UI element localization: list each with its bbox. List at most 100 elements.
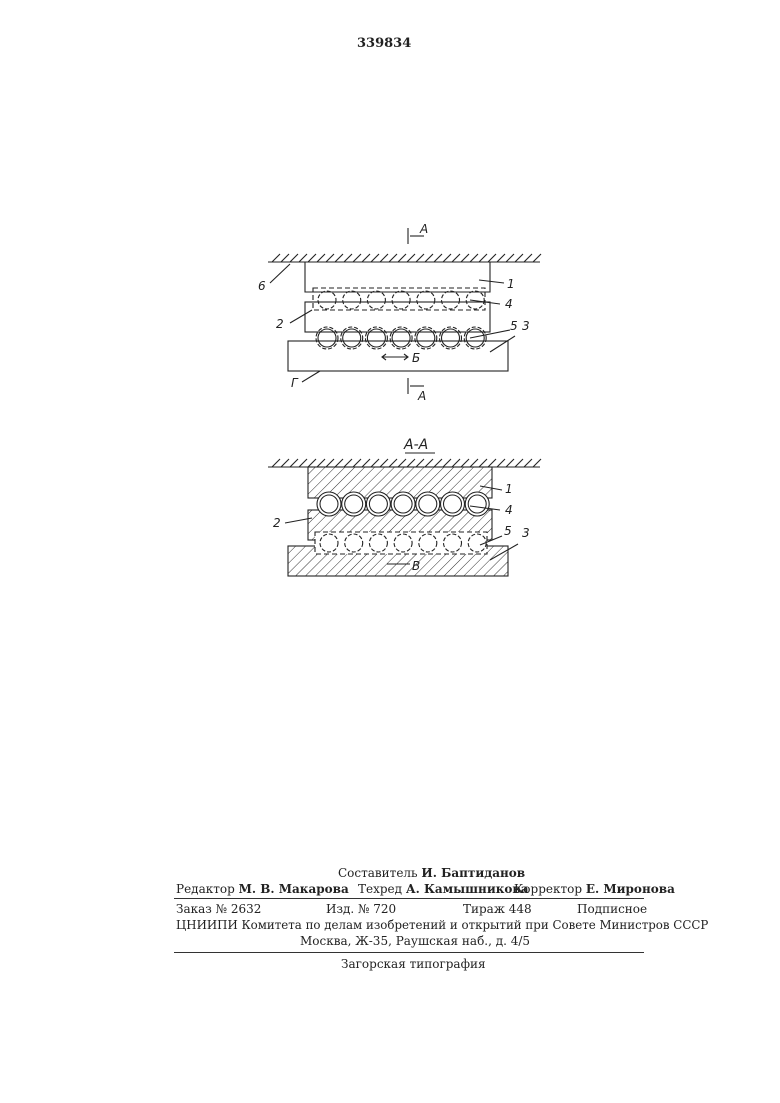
ground-hatch — [398, 254, 406, 262]
ball — [343, 291, 361, 309]
ball-outline — [365, 327, 387, 349]
techred-line: Техред А. Камышникова — [358, 882, 529, 896]
label-2-section: 2 — [273, 516, 281, 530]
ground-hatch — [506, 459, 514, 467]
techred-role: Техред — [358, 882, 402, 896]
editor-line: Редактор М. В. Макарова — [176, 882, 349, 896]
ground-hatch — [533, 254, 541, 262]
ball — [394, 495, 412, 513]
ground-hatch — [425, 459, 433, 467]
label-3-section: 3 — [522, 526, 530, 540]
ball-outline — [464, 327, 486, 349]
ground-hatch — [335, 459, 343, 467]
ground-hatch — [479, 459, 487, 467]
section-mark-bottom: А — [417, 389, 426, 403]
ball — [318, 291, 336, 309]
ground-hatch — [497, 459, 505, 467]
ground-hatch — [344, 254, 352, 262]
organization-line: ЦНИИПИ Комитета по делам изобретений и о… — [176, 918, 708, 932]
ground-hatch — [281, 459, 289, 467]
ball — [468, 495, 486, 513]
ground-hatch — [389, 459, 397, 467]
label-1: 1 — [507, 277, 515, 291]
section-mark-top: А — [419, 222, 428, 236]
ground-hatch — [371, 459, 379, 467]
ground-hatch — [317, 254, 325, 262]
ground-hatch — [470, 459, 478, 467]
ground-hatch — [488, 459, 496, 467]
label-b: Б — [412, 351, 420, 365]
ground-hatch — [353, 459, 361, 467]
corrector-line: Корректор Е. Миронова — [514, 882, 675, 896]
order-number: Заказ № 2632 — [176, 902, 261, 916]
ground-hatch — [371, 254, 379, 262]
ground-hatch — [425, 254, 433, 262]
ground-hatch — [353, 254, 361, 262]
block-3 — [288, 341, 508, 371]
compiler-role: Составитель — [338, 866, 418, 880]
section-title: А-А — [403, 437, 428, 453]
ground-hatch — [299, 254, 307, 262]
ball — [345, 495, 363, 513]
ball — [367, 291, 385, 309]
ground-hatch — [407, 254, 415, 262]
ground-hatch — [326, 254, 334, 262]
ground-hatch — [515, 254, 523, 262]
ground-hatch — [380, 254, 388, 262]
ball — [419, 495, 437, 513]
ground-hatch — [281, 254, 289, 262]
ball — [320, 495, 338, 513]
ball-outline — [390, 327, 412, 349]
ball — [369, 495, 387, 513]
ground-hatch — [434, 459, 442, 467]
ground-hatch — [461, 254, 469, 262]
ground-hatch — [299, 459, 307, 467]
print-run: Тираж 448 — [463, 902, 532, 916]
ball — [444, 495, 462, 513]
ground-hatch — [362, 459, 370, 467]
ground-hatch — [407, 459, 415, 467]
label-6: 6 — [258, 279, 266, 293]
compiler-line: Составитель И. Баптиданов — [338, 866, 525, 880]
ground-hatch — [479, 254, 487, 262]
ball — [417, 291, 435, 309]
ground-hatch — [524, 254, 532, 262]
ground-hatch — [362, 254, 370, 262]
techred-name: А. Камышникова — [406, 882, 529, 896]
edition-number: Изд. № 720 — [326, 902, 396, 916]
label-g: Г — [291, 376, 299, 390]
ball — [466, 291, 484, 309]
ground-hatch — [344, 459, 352, 467]
ground-hatch — [470, 254, 478, 262]
ground-hatch — [317, 459, 325, 467]
ground-hatch — [452, 459, 460, 467]
compiler-name: И. Баптиданов — [421, 866, 525, 880]
ball-outline — [316, 327, 338, 349]
ground-hatch — [308, 459, 316, 467]
printer: Загорская типография — [341, 957, 486, 971]
label-5-section: 5 — [504, 524, 512, 538]
ground-hatch — [515, 459, 523, 467]
ball-outline — [341, 327, 363, 349]
corrector-role: Корректор — [514, 882, 582, 896]
divider — [174, 898, 644, 899]
ground-hatch — [272, 254, 280, 262]
ground-hatch — [290, 459, 298, 467]
label-2: 2 — [276, 317, 284, 331]
editor-role: Редактор — [176, 882, 235, 896]
ground-hatch — [452, 254, 460, 262]
ball-outline — [440, 327, 462, 349]
ground-hatch — [443, 459, 451, 467]
ground-hatch — [434, 254, 442, 262]
label-3: 3 — [522, 319, 530, 333]
divider — [174, 952, 644, 953]
ground-hatch — [524, 459, 532, 467]
ball — [392, 291, 410, 309]
ball-outline — [415, 327, 437, 349]
ball — [442, 291, 460, 309]
address: Москва, Ж-35, Раушская наб., д. 4/5 — [300, 934, 530, 948]
subscription: Подписное — [577, 902, 647, 916]
ground-hatch — [506, 254, 514, 262]
ground-hatch — [497, 254, 505, 262]
label-5: 5 — [510, 319, 518, 333]
